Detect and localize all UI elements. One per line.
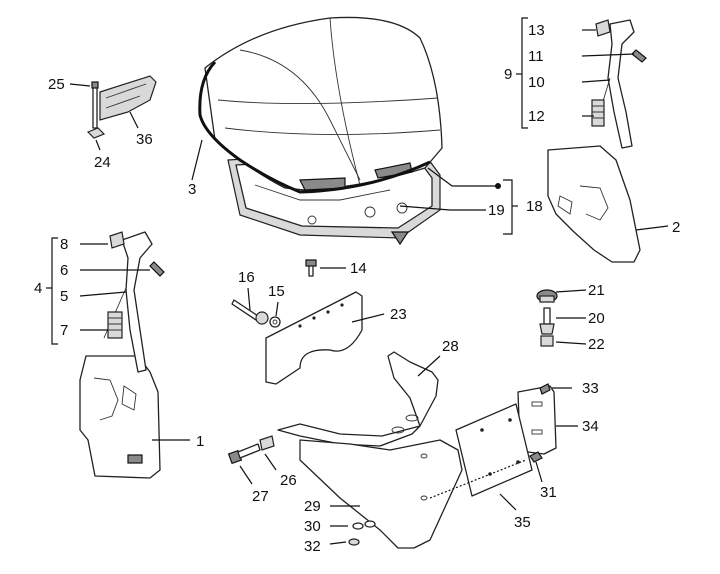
washer-30 bbox=[352, 520, 376, 530]
screw-27 bbox=[227, 443, 261, 465]
mudguard-29 bbox=[299, 439, 463, 549]
callout-32: 32 bbox=[304, 538, 321, 555]
callout-34: 34 bbox=[582, 418, 599, 435]
right-hinge-screw bbox=[631, 49, 647, 63]
callout-10: 10 bbox=[528, 74, 545, 91]
callout-20: 20 bbox=[588, 310, 605, 327]
callout-29: 29 bbox=[304, 498, 321, 515]
screw-25 bbox=[91, 81, 99, 129]
spring-20 bbox=[539, 307, 555, 335]
callout-22: 22 bbox=[588, 336, 605, 353]
screw-31 bbox=[529, 451, 543, 463]
mudguard-28 bbox=[277, 351, 439, 447]
callout-18: 18 bbox=[526, 198, 543, 215]
bushing-22 bbox=[540, 335, 554, 347]
callout-5: 5 bbox=[60, 288, 68, 305]
washer-15 bbox=[255, 311, 281, 328]
left-hinge bbox=[103, 231, 153, 373]
nut-24 bbox=[86, 127, 106, 139]
nut-32 bbox=[348, 538, 360, 546]
callout-33: 33 bbox=[582, 380, 599, 397]
callout-28: 28 bbox=[442, 338, 459, 355]
left-side-panel bbox=[79, 355, 161, 479]
reflector-bracket bbox=[99, 75, 157, 121]
plate-holder-23 bbox=[265, 291, 363, 385]
clip-26 bbox=[259, 435, 275, 451]
left-hinge-screw bbox=[149, 261, 165, 277]
plate-35 bbox=[455, 403, 533, 497]
callout-23: 23 bbox=[390, 306, 407, 323]
screw-16 bbox=[231, 299, 259, 321]
callout-21: 21 bbox=[588, 282, 605, 299]
callout-11: 11 bbox=[528, 48, 544, 65]
callout-12: 12 bbox=[528, 108, 545, 125]
top-case-gasket bbox=[198, 60, 431, 194]
callout-6: 6 bbox=[60, 262, 68, 279]
right-hinge bbox=[591, 19, 635, 149]
callout-27: 27 bbox=[252, 488, 269, 505]
top-case-lid bbox=[204, 16, 443, 191]
callout-7: 7 bbox=[60, 322, 68, 339]
callout-9: 9 bbox=[504, 66, 512, 83]
screw-33 bbox=[539, 383, 551, 395]
screw-14 bbox=[305, 259, 317, 277]
knob-21 bbox=[536, 289, 558, 303]
right-hinge-pad bbox=[595, 19, 611, 37]
callout-30: 30 bbox=[304, 518, 321, 535]
callout-15: 15 bbox=[268, 283, 285, 300]
callout-26: 26 bbox=[280, 472, 297, 489]
callout-19: 19 bbox=[488, 202, 505, 219]
callout-24: 24 bbox=[94, 154, 111, 171]
left-hinge-pad bbox=[109, 231, 125, 249]
callout-1: 1 bbox=[196, 433, 204, 450]
callout-36: 36 bbox=[136, 131, 153, 148]
pointer-dot bbox=[495, 183, 501, 189]
callout-25: 25 bbox=[48, 76, 65, 93]
callout-3: 3 bbox=[188, 181, 196, 198]
callout-31: 31 bbox=[540, 484, 557, 501]
callout-2: 2 bbox=[672, 219, 680, 236]
callout-35: 35 bbox=[514, 514, 531, 531]
callout-4: 4 bbox=[34, 280, 42, 297]
right-side-panel bbox=[547, 145, 641, 263]
callout-13: 13 bbox=[528, 22, 545, 39]
callout-16: 16 bbox=[238, 269, 255, 286]
callout-14: 14 bbox=[350, 260, 367, 277]
callout-8: 8 bbox=[60, 236, 68, 253]
